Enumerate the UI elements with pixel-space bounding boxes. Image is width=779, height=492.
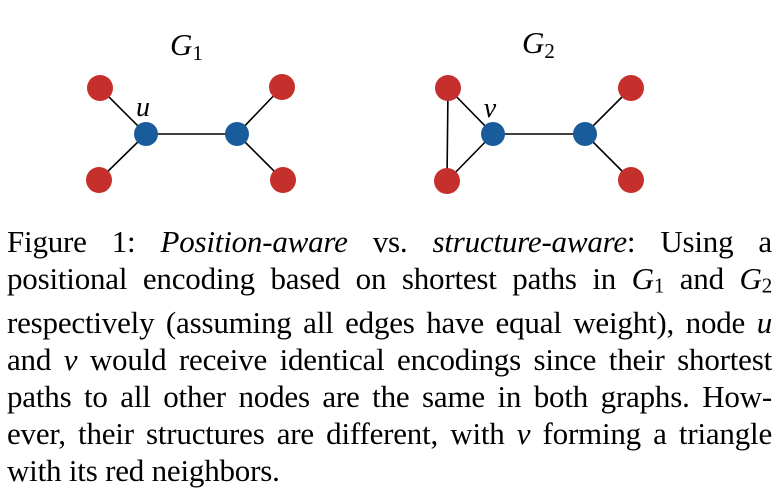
caption-text: and (664, 261, 740, 296)
caption-line-5: paths to all other nodes are the same in… (7, 378, 772, 415)
node-r7-red (618, 75, 644, 101)
caption-text: ever, their structures are different, wi… (7, 416, 517, 452)
node-label-v: v (484, 93, 497, 124)
caption-text: paths to all other nodes are the same in… (7, 379, 772, 415)
node-label-u: u (136, 92, 150, 123)
caption-line-2: positional encoding based on shortest pa… (7, 260, 772, 304)
node-r5-red (435, 75, 461, 101)
math-symbol: u (756, 305, 773, 341)
caption-text: forming a triangle (530, 416, 773, 452)
caption-text: vs. (347, 224, 433, 259)
node-r4-red (270, 167, 296, 193)
caption-text: and (7, 342, 64, 378)
caption-emphasis: Position-aware (160, 224, 348, 259)
math-subscript: 2 (761, 273, 773, 298)
node-b1-blue (225, 122, 249, 146)
caption-text: with its red neighbors. (7, 453, 280, 489)
node-r6-red (434, 168, 460, 194)
node-b2-blue (573, 122, 597, 146)
caption-line-7: with its red neighbors. (7, 452, 772, 489)
caption-text: : Using a (626, 224, 772, 259)
math-symbol: v (63, 342, 78, 378)
math-symbol: G (739, 261, 762, 296)
figure-caption: Figure 1: Position-aware vs. structure-a… (7, 223, 772, 489)
node-r2-red (86, 167, 112, 193)
caption-text: positional encoding based on shortest pa… (7, 261, 632, 296)
node-v-blue (481, 122, 505, 146)
node-r8-red (618, 167, 644, 193)
caption-emphasis: structure-aware (432, 224, 627, 259)
caption-line-3: respectively (assuming all edges have eq… (7, 304, 772, 341)
node-u-blue (134, 122, 158, 146)
figure-area: u G1 v G2 (0, 0, 779, 215)
caption-text: Figure 1: (7, 224, 161, 259)
caption-text: respectively (assuming all edges have eq… (7, 305, 757, 341)
graph-title-G1: G1 (170, 27, 203, 65)
caption-line-6: ever, their structures are different, wi… (7, 415, 772, 452)
graph-title-G2: G2 (522, 25, 555, 63)
node-r1-red (87, 75, 113, 101)
graph-G2: v G2 (434, 25, 644, 194)
caption-line-4: and v would receive identical encodings … (7, 341, 772, 378)
math-symbol: G (631, 261, 654, 296)
edge-r5-r6 (446, 87, 449, 182)
graph-G1: u G1 (86, 27, 296, 193)
node-r3-red (269, 74, 295, 100)
caption-line-1: Figure 1: Position-aware vs. structure-a… (7, 223, 772, 260)
graphs-figure: u G1 v G2 (86, 25, 644, 194)
math-symbol: v (516, 416, 531, 452)
caption-text: would receive identical encodings since … (77, 342, 772, 378)
math-subscript: 1 (653, 273, 665, 298)
